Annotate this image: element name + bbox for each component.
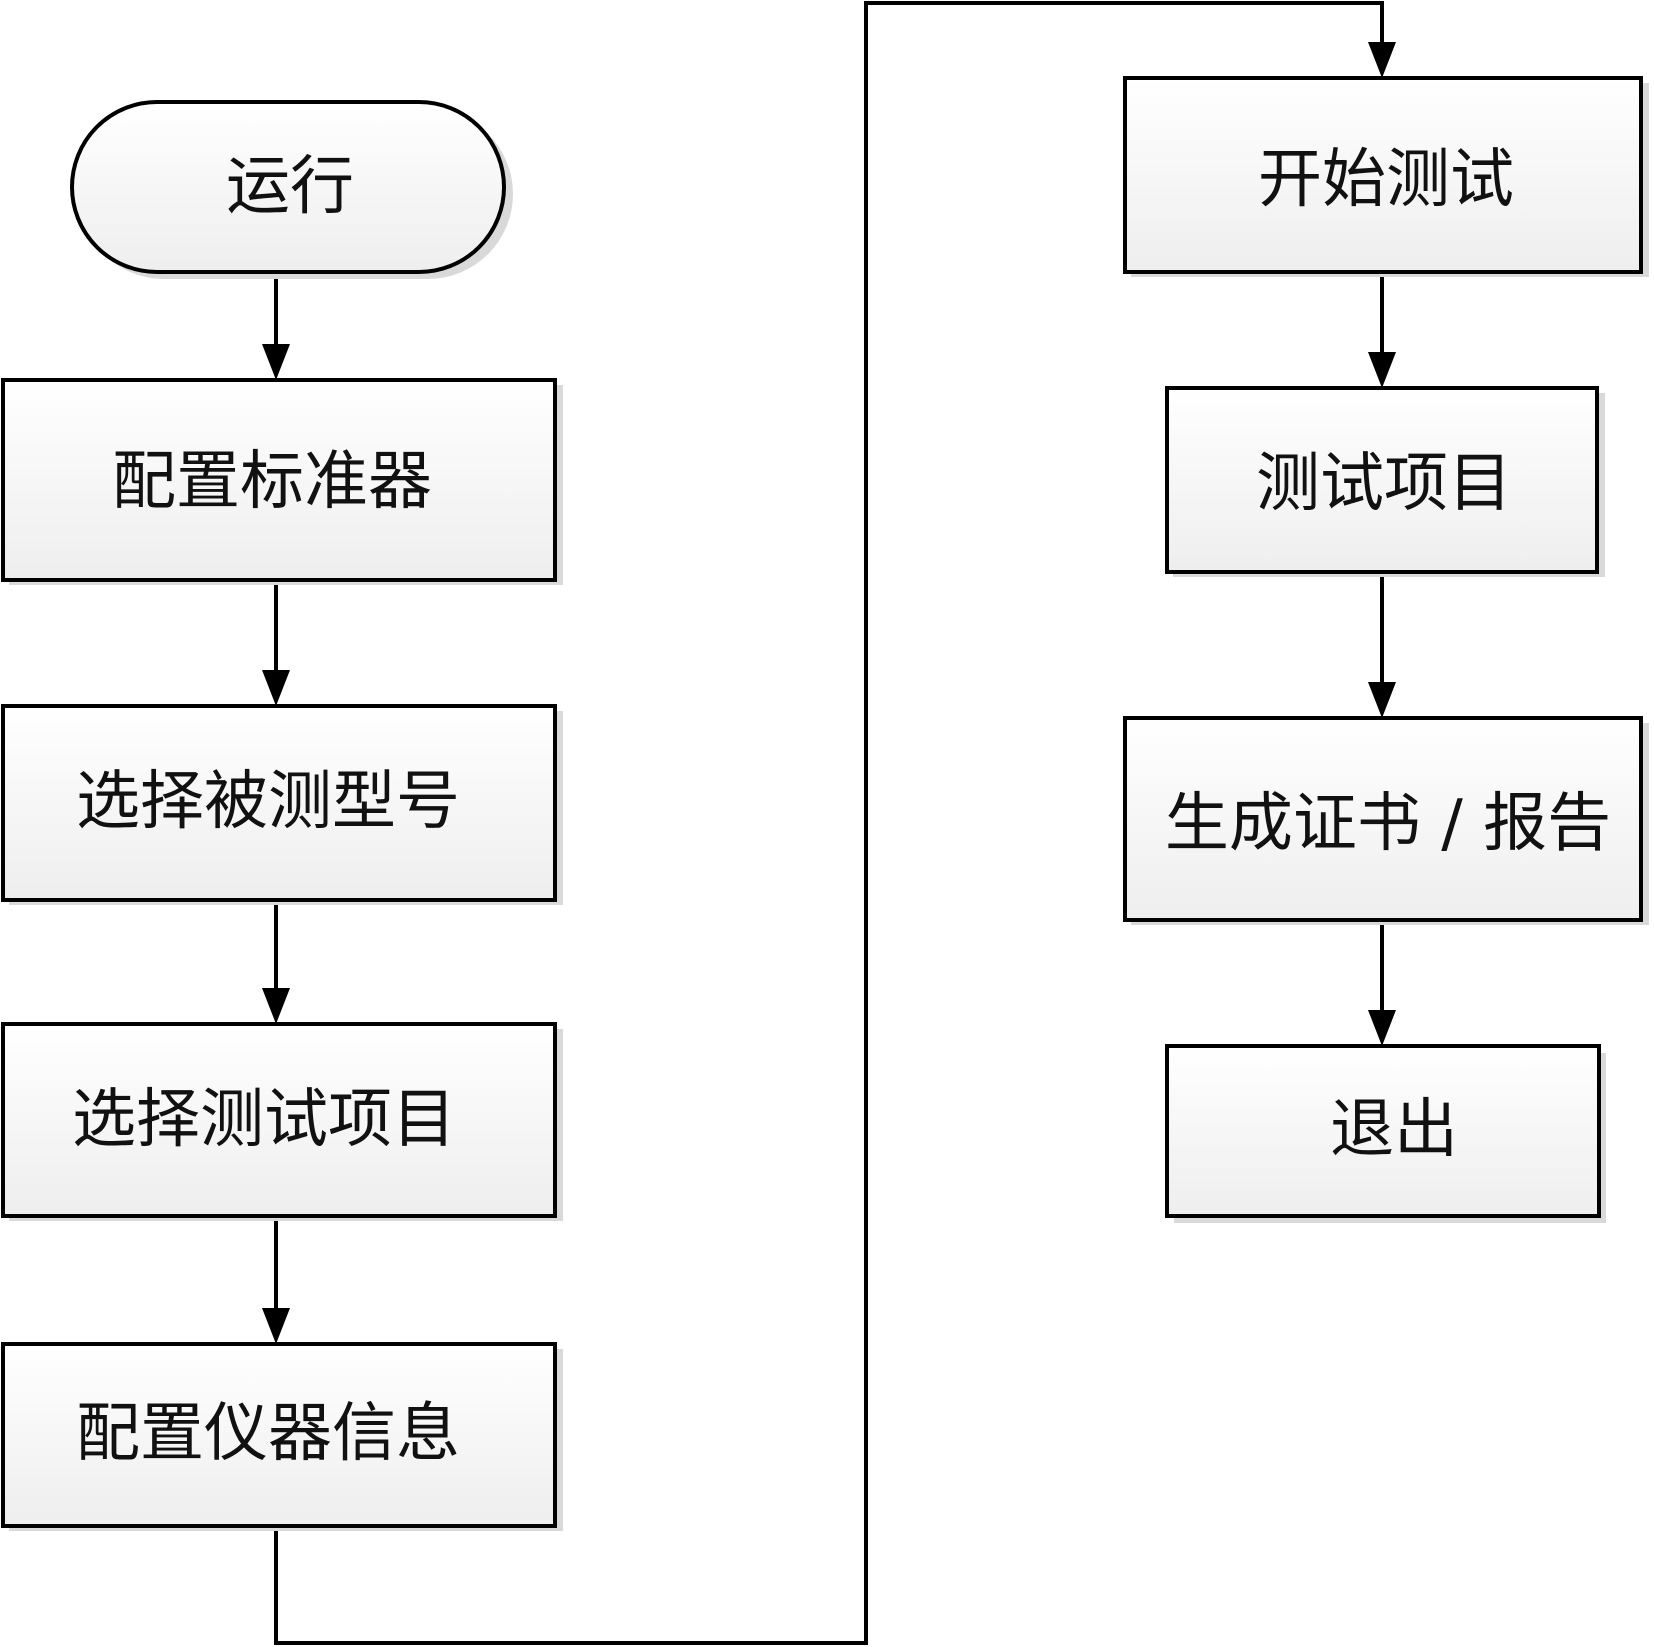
- node-label: 退出: [1330, 1093, 1458, 1167]
- node-label: 选择被测型号: [76, 765, 460, 839]
- node-start-test: 开始测试: [1123, 76, 1649, 277]
- node-select-items: 选择测试项目: [1, 1022, 563, 1221]
- node-label: 配置标准器: [112, 445, 432, 519]
- arrowhead: [1368, 42, 1396, 78]
- node-label: 测试项目: [1256, 447, 1512, 521]
- edge-config-instrument-to-start-test: [274, 1, 1384, 1645]
- node-select-model: 选择被测型号: [1, 704, 563, 905]
- arrowhead: [262, 670, 290, 706]
- node-run: 运行: [70, 100, 513, 279]
- node-label: 运行: [226, 150, 354, 224]
- node-label: 配置仪器信息: [76, 1397, 460, 1471]
- arrowhead: [1368, 1010, 1396, 1046]
- node-config-instrument: 配置仪器信息: [1, 1342, 563, 1531]
- arrowhead: [262, 344, 290, 380]
- arrowhead: [1368, 682, 1396, 718]
- arrowhead: [1368, 352, 1396, 388]
- node-test-items: 测试项目: [1165, 386, 1605, 577]
- node-exit: 退出: [1165, 1044, 1606, 1223]
- edges: [262, 1, 1396, 1645]
- node-gen-report: 生成证书 / 报告: [1123, 716, 1649, 925]
- node-label: 生成证书 / 报告: [1165, 787, 1611, 861]
- node-config-standard: 配置标准器: [1, 378, 563, 585]
- node-label: 选择测试项目: [72, 1083, 456, 1157]
- arrowhead: [262, 988, 290, 1024]
- arrowhead: [262, 1308, 290, 1344]
- node-label: 开始测试: [1258, 143, 1514, 217]
